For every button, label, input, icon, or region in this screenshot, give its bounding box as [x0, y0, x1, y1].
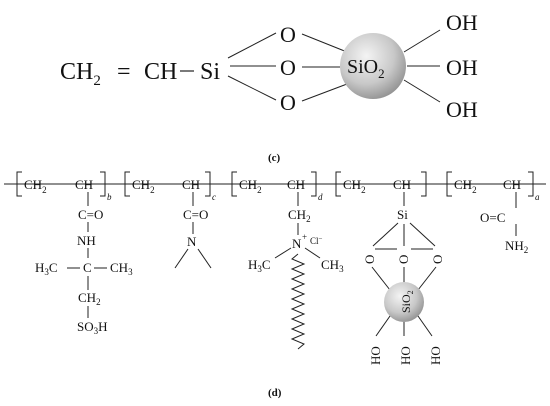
unit-b: CH2 CH b C=O NH H3C C CH3 CH2 SO3H	[6, 171, 133, 336]
bracket-left	[124, 171, 130, 197]
o-sphere-bond	[417, 266, 437, 291]
ch2-side-label: CH2	[288, 207, 311, 224]
ch2-label: CH2	[239, 177, 262, 195]
side-bond	[304, 247, 321, 259]
n-label: N	[187, 234, 197, 249]
ch2-label: CH2	[60, 59, 101, 89]
alkyl-chain-zigzag	[290, 253, 306, 350]
caption-d: (d)	[268, 387, 282, 399]
ch-label: CH	[75, 177, 93, 192]
amine-label: NH2	[505, 238, 528, 255]
ch2-label: CH2	[132, 177, 155, 195]
unit-c: CH2 CH c C=O N	[112, 171, 216, 269]
bracket-right	[421, 171, 427, 197]
oxygen-label-top: O	[280, 22, 296, 47]
hydroxyl-label-top: OH	[446, 10, 478, 35]
unit-d: CH2 CH d CH2 N + Cl− H3C CH3	[217, 171, 344, 350]
copolymer-structure: CH2 CH b C=O NH H3C C CH3 CH2 SO3H CH2	[4, 171, 546, 399]
o-sphere-bond	[371, 266, 391, 291]
oxygen-label: O	[362, 255, 377, 264]
hydroxyl-label: HO	[398, 346, 413, 365]
double-bond-sign: =	[117, 59, 131, 85]
oxygen-label: O	[430, 255, 445, 264]
side-bond	[197, 248, 212, 269]
bracket-right	[100, 171, 106, 197]
side-bond	[174, 248, 189, 269]
hydroxyl-label-bottom: OH	[446, 97, 478, 122]
ch-label: CH	[182, 177, 200, 192]
ch2-label: CH2	[343, 177, 366, 195]
methyl-right-label: CH3	[110, 260, 133, 277]
sio2-sphere-label: SiO2	[399, 290, 415, 313]
bracket-left	[16, 171, 22, 197]
bracket-right	[528, 171, 534, 197]
sphere-oh-bond-bottom	[403, 79, 441, 103]
chloride-label: Cl−	[310, 235, 323, 246]
repeat-sub-b: b	[107, 192, 112, 202]
nh-label: NH	[77, 233, 96, 248]
caption-c: (c)	[268, 152, 281, 164]
ch2-label: CH2	[454, 177, 477, 195]
si-o-bond-top	[227, 32, 277, 59]
o-sphere-bond-bottom	[301, 83, 348, 102]
silica-sphere	[340, 33, 406, 99]
ch-label: CH	[144, 59, 177, 85]
ch-label: CH	[287, 177, 305, 192]
methyl-left-label: H3C	[248, 257, 271, 274]
sphere-oh-bond-top	[403, 29, 441, 53]
bracket-left	[335, 171, 341, 197]
sphere-oh-bond	[417, 315, 433, 337]
repeat-sub-d: d	[318, 192, 323, 202]
carbonyl-label: O=C	[480, 210, 505, 225]
si-o-bond-bottom	[227, 75, 277, 101]
n-label: N	[292, 236, 302, 251]
bracket-right	[311, 171, 317, 197]
unit-a: CH2 CH a O=C NH2	[428, 171, 540, 255]
silica-sphere	[384, 282, 424, 322]
sulfonic-acid-label: SO3H	[77, 319, 108, 336]
bracket-left	[231, 171, 237, 197]
repeat-sub-a: a	[535, 192, 540, 202]
si-o-bond	[409, 222, 436, 247]
ch-label: CH	[503, 177, 521, 192]
vinyl-silane-structure: CH2 = CH Si O O O SiO2 OH OH OH (c)	[60, 10, 478, 164]
hydroxyl-label: HO	[368, 346, 383, 365]
carbonyl-label: C=O	[78, 207, 103, 222]
hydroxyl-label-mid: OH	[446, 55, 478, 80]
quaternary-c-label: C	[83, 260, 92, 275]
sio2-sphere-label: SiO2	[347, 56, 385, 81]
unit-silane-silica: CH2 CH Si O O O SiO2	[322, 171, 445, 365]
si-o-bond	[372, 222, 399, 247]
ch-label: CH	[393, 177, 411, 192]
bracket-right	[205, 171, 211, 197]
carbonyl-label: C=O	[183, 207, 208, 222]
side-bond	[274, 247, 292, 259]
ch2-side-label: CH2	[78, 290, 101, 307]
oxygen-label: O	[396, 255, 411, 264]
oxygen-label-mid: O	[280, 55, 296, 80]
bracket-left	[446, 171, 452, 197]
methyl-right-label: CH3	[321, 257, 344, 274]
oxygen-label-bottom: O	[280, 90, 296, 115]
sphere-oh-bond	[375, 315, 391, 337]
si-label: Si	[200, 59, 220, 85]
si-label: Si	[397, 207, 408, 222]
n-plus-charge: +	[302, 232, 307, 242]
repeat-sub-c: c	[212, 192, 216, 202]
hydroxyl-label: HO	[428, 346, 443, 365]
o-sphere-bond-top	[301, 33, 348, 53]
ch2-label: CH2	[24, 177, 47, 195]
methyl-left-label: H3C	[35, 260, 58, 277]
